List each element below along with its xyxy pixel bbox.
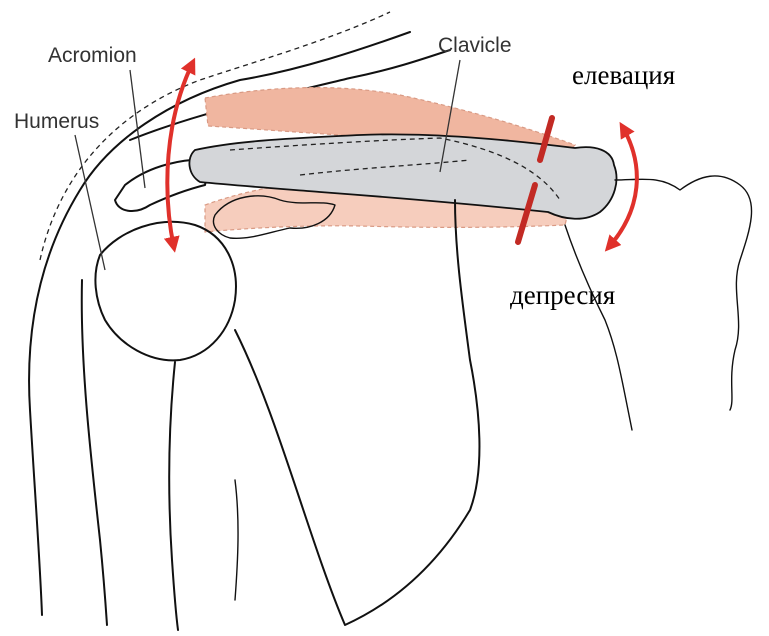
- humerus-shaft: [82, 280, 107, 625]
- elevation-depression-arrow-lateral: [167, 62, 193, 248]
- scapula-body: [235, 200, 479, 625]
- elevation-label: елевация: [572, 60, 675, 90]
- humerus-shaft-2: [169, 362, 178, 630]
- humerus-head: [95, 222, 236, 360]
- clavicle-label: Clavicle: [438, 34, 512, 57]
- rib-edge: [565, 225, 632, 430]
- scapula-spine: [235, 480, 238, 600]
- humerus-label: Humerus: [14, 110, 99, 133]
- acromion-label: Acromion: [48, 44, 137, 67]
- acromion-leader: [130, 70, 145, 188]
- humerus-leader: [75, 135, 105, 270]
- sternum-edge: [615, 176, 752, 410]
- depression-label: депресия: [510, 280, 615, 310]
